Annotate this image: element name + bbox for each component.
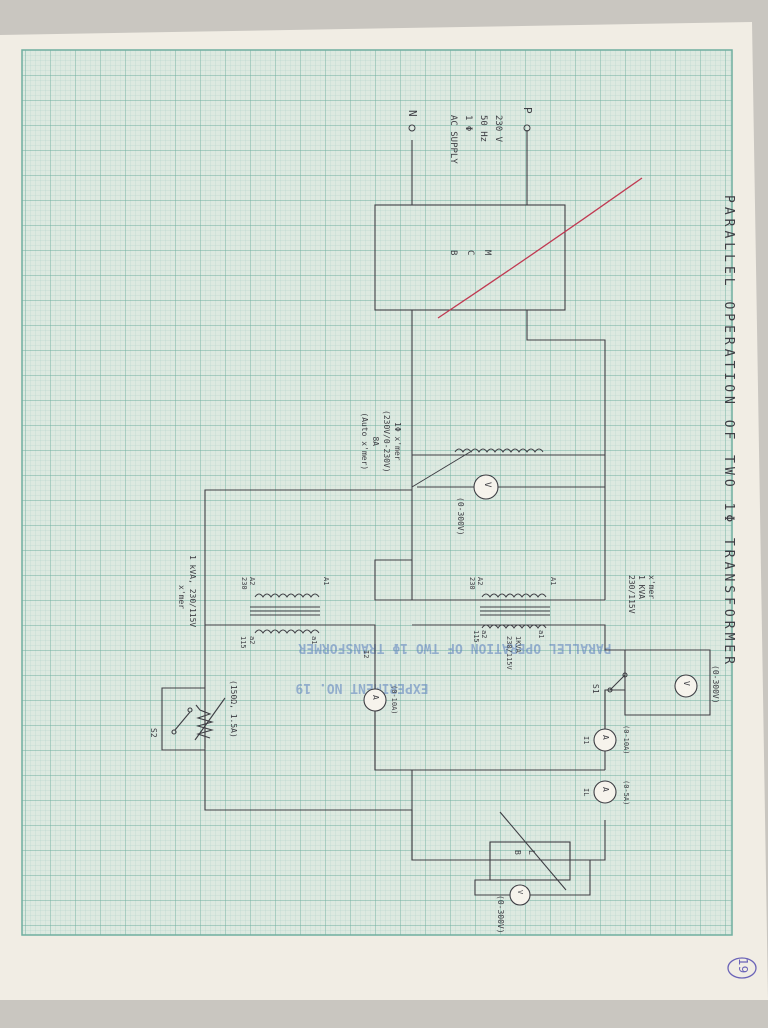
transformer-1-hv: 230	[468, 577, 476, 590]
mcb-line: M	[482, 250, 492, 256]
transformer-1-a2: A2	[476, 577, 484, 586]
transformer-1-rating-line: 1KVA	[514, 636, 522, 653]
transformer-2-a-label: a1	[310, 636, 318, 645]
lamp-load-line: L	[527, 850, 536, 855]
voltmeter-load-icon	[509, 884, 531, 906]
transformer-2-b-label: a2	[248, 636, 256, 645]
transformer-2-lv: 115	[239, 636, 247, 649]
ammeter-i2-label: I2	[362, 650, 370, 659]
transformer-2-hv: 230	[240, 577, 248, 590]
transformer-2-coils	[250, 593, 320, 634]
switch-s2-label: S2	[149, 728, 158, 738]
transformer-1-line: 230/115V	[627, 575, 636, 614]
show-through-text: PARALLEL OPERATION OF TWO 1Φ TRANSFORMER…	[295, 640, 611, 695]
show-through-experiment: EXPERIMENT NO. 19	[295, 680, 428, 695]
autotransformer-coil	[411, 448, 544, 488]
transformer-1-b-label: a2	[480, 630, 488, 639]
supply-line: 230 V	[493, 115, 503, 143]
voltmeter-switch-range: (0-300V)	[711, 665, 720, 704]
ammeter-il-label: IL	[582, 788, 590, 797]
supply-label: 230 V 50 Hz 1 Φ AC SUPPLY	[445, 115, 505, 164]
autotransformer-line: (230V/0-230V)	[382, 410, 391, 473]
transformer-1-line: x'mer	[647, 575, 656, 600]
ammeter-i2-icon	[363, 688, 387, 712]
transformer-1-a1: A1	[549, 577, 557, 586]
autotransformer-label: 1Φ x'mer (230V/0-230V) 8A (Auto x'mer)	[359, 410, 403, 473]
transformer-2-rating-line: 1 kVA, 230/115V	[188, 555, 197, 628]
transformer-1-rating-line: 230/115V	[505, 636, 513, 670]
ammeter-i1-symbol: A	[601, 735, 610, 740]
transformer-1-rating: 1KVA 230/115V	[504, 636, 522, 670]
meter-circles	[363, 474, 698, 906]
ammeter-il-range: (0-5A)	[622, 780, 630, 806]
ammeter-i1-label: I1	[582, 736, 590, 745]
ammeter-i1-icon	[593, 728, 617, 752]
transformer-1-coils	[480, 593, 550, 629]
transformer-2-a2: A2	[248, 577, 256, 586]
voltmeter-load-symbol: V	[516, 890, 524, 895]
transformer-2-rating-line: x'mer	[177, 585, 186, 610]
ammeter-i2-range: (0-10A)	[390, 685, 398, 715]
rheostat-range: (150Ω, 1.5A)	[229, 680, 238, 738]
circuit-wiring	[161, 130, 711, 896]
autotransformer-line: 1Φ x'mer	[393, 422, 402, 461]
mcb-line: B	[448, 250, 458, 256]
ammeter-il-icon	[593, 780, 617, 804]
mcb-line: C	[465, 250, 475, 256]
voltmeter-switch-symbol: V	[682, 681, 691, 686]
page-number-badge	[727, 957, 757, 979]
transformer-2-rating: 1 kVA, 230/115V x'mer	[176, 555, 198, 627]
supply-terminal-n: N	[406, 110, 419, 117]
transformer-1-label: x'mer 1 KVA 230/115V	[626, 575, 656, 614]
terminal-dots	[408, 124, 531, 132]
sheet-title: PARALLEL OPERATION OF TWO 1Φ TRANSFORMER	[721, 195, 736, 669]
voltmeter-load-range: (0-300V)	[496, 895, 505, 934]
voltmeter-parallel-symbol: V	[482, 482, 492, 488]
transformer-1-line: 1 KVA	[637, 575, 646, 600]
lamp-load-label: L B	[510, 850, 538, 855]
transformer-2-a1: A1	[322, 577, 330, 586]
supply-line: 50 Hz	[478, 115, 488, 143]
ammeter-i2-symbol: A	[371, 695, 380, 700]
autotransformer-line: (Auto x'mer)	[360, 412, 369, 471]
show-through-title: PARALLEL OPERATION OF TWO 1Φ TRANSFORMER	[298, 640, 611, 655]
voltmeter-switch-icon	[674, 674, 698, 698]
supply-line: 1 Φ	[463, 115, 473, 132]
supply-terminal-p: P	[521, 107, 534, 114]
lamp-load-line: B	[513, 850, 522, 855]
autotransformer-line: 8A	[371, 436, 380, 447]
ammeter-il-symbol: A	[601, 787, 610, 792]
transformer-1-lv: 115	[472, 630, 480, 643]
red-pen-stroke	[437, 177, 643, 319]
transformer-1-a-label: a1	[537, 630, 545, 639]
ammeter-i1-range: (0-10A)	[622, 725, 630, 755]
page-number: 19	[736, 958, 750, 974]
lamp-load-box	[489, 841, 571, 881]
supply-line: AC SUPPLY	[448, 115, 458, 164]
voltmeter-parallel-icon	[473, 474, 499, 500]
mcb-box	[374, 204, 566, 311]
switch-s1-label: S1	[591, 684, 600, 694]
voltmeter-parallel-range: (0-300V)	[456, 497, 465, 536]
mcb-label: M C B	[444, 250, 495, 255]
